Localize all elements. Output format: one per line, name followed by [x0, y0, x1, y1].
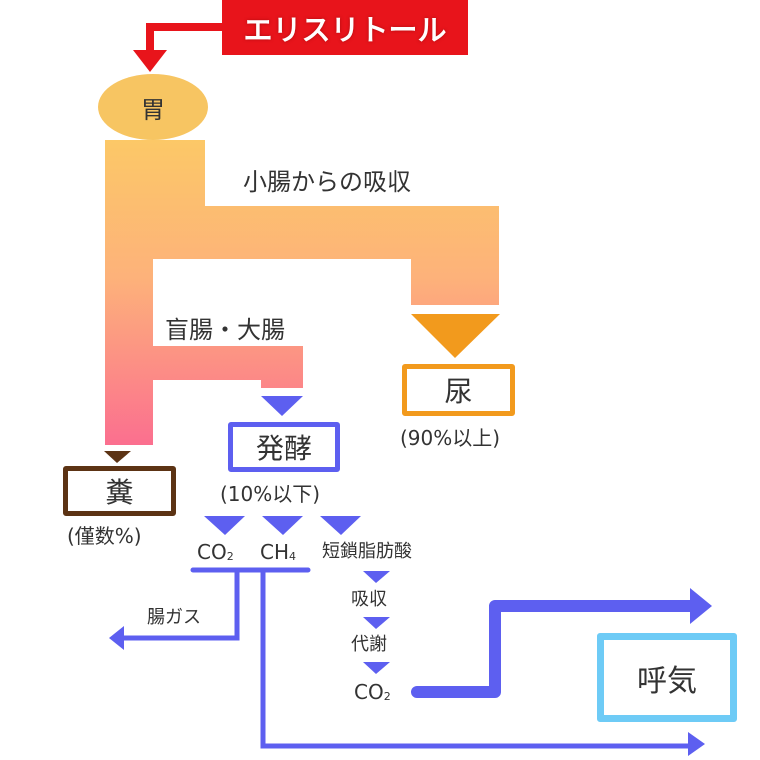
co2-arrow [204, 516, 245, 535]
metabolism-label: 代謝 [351, 634, 387, 655]
intestinal-gas-line [122, 570, 240, 641]
absorption-arrow [363, 571, 390, 583]
feces-node: 糞 [63, 466, 176, 516]
urine-arrow [411, 314, 500, 358]
ch4-label-subscript: 4 [289, 550, 297, 563]
co2-label: CO2 [197, 542, 234, 562]
fermentation-node: 発酵 [228, 422, 340, 472]
title-to-stomach-arrow [133, 50, 167, 72]
digestive-flow-channel [105, 140, 499, 445]
absorption-label: 吸収 [351, 589, 387, 610]
urine-node: 尿 [402, 364, 515, 416]
metabolism-arrow [363, 617, 390, 629]
ch4-label-base: CH [260, 540, 290, 564]
co2-label-subscript: 2 [226, 550, 234, 563]
top-exhalation-arrow [690, 588, 712, 624]
title-erythritol: エリスリトール [222, 0, 468, 55]
title-connector-line [146, 23, 222, 52]
exhalation-node: 呼気 [597, 633, 737, 722]
co2-to-exhalation-line [411, 600, 696, 698]
urine-share-label: (90%以上) [400, 426, 501, 450]
small-intestine-absorption-label: 小腸からの吸収 [243, 168, 411, 196]
ch4-label: CH4 [260, 542, 296, 562]
stomach-node: 胃 [98, 74, 208, 140]
ch4-arrow [262, 516, 303, 535]
co2-label-base: CO [197, 540, 227, 564]
feces-share-label: (僅数%) [67, 524, 142, 548]
feces-arrow [104, 451, 131, 463]
cecum-large-intestine-label: 盲腸・大腸 [165, 316, 285, 344]
gas-to-exhalation-line [260, 570, 690, 749]
scfa-arrow [320, 516, 361, 535]
co2-product-label: CO2 [354, 682, 391, 702]
intestinal-gas-arrow [109, 626, 124, 650]
co2-product-base: CO [354, 680, 384, 704]
fermentation-share-label: (10%以下) [220, 482, 321, 506]
intestinal-gas-label: 腸ガス [147, 607, 201, 628]
co2-product-arrow [363, 662, 390, 674]
bottom-exhalation-arrow [688, 732, 705, 756]
scfa-label: 短鎖脂肪酸 [322, 541, 412, 562]
fermentation-arrow [261, 396, 303, 416]
co2-product-subscript: 2 [383, 690, 391, 703]
